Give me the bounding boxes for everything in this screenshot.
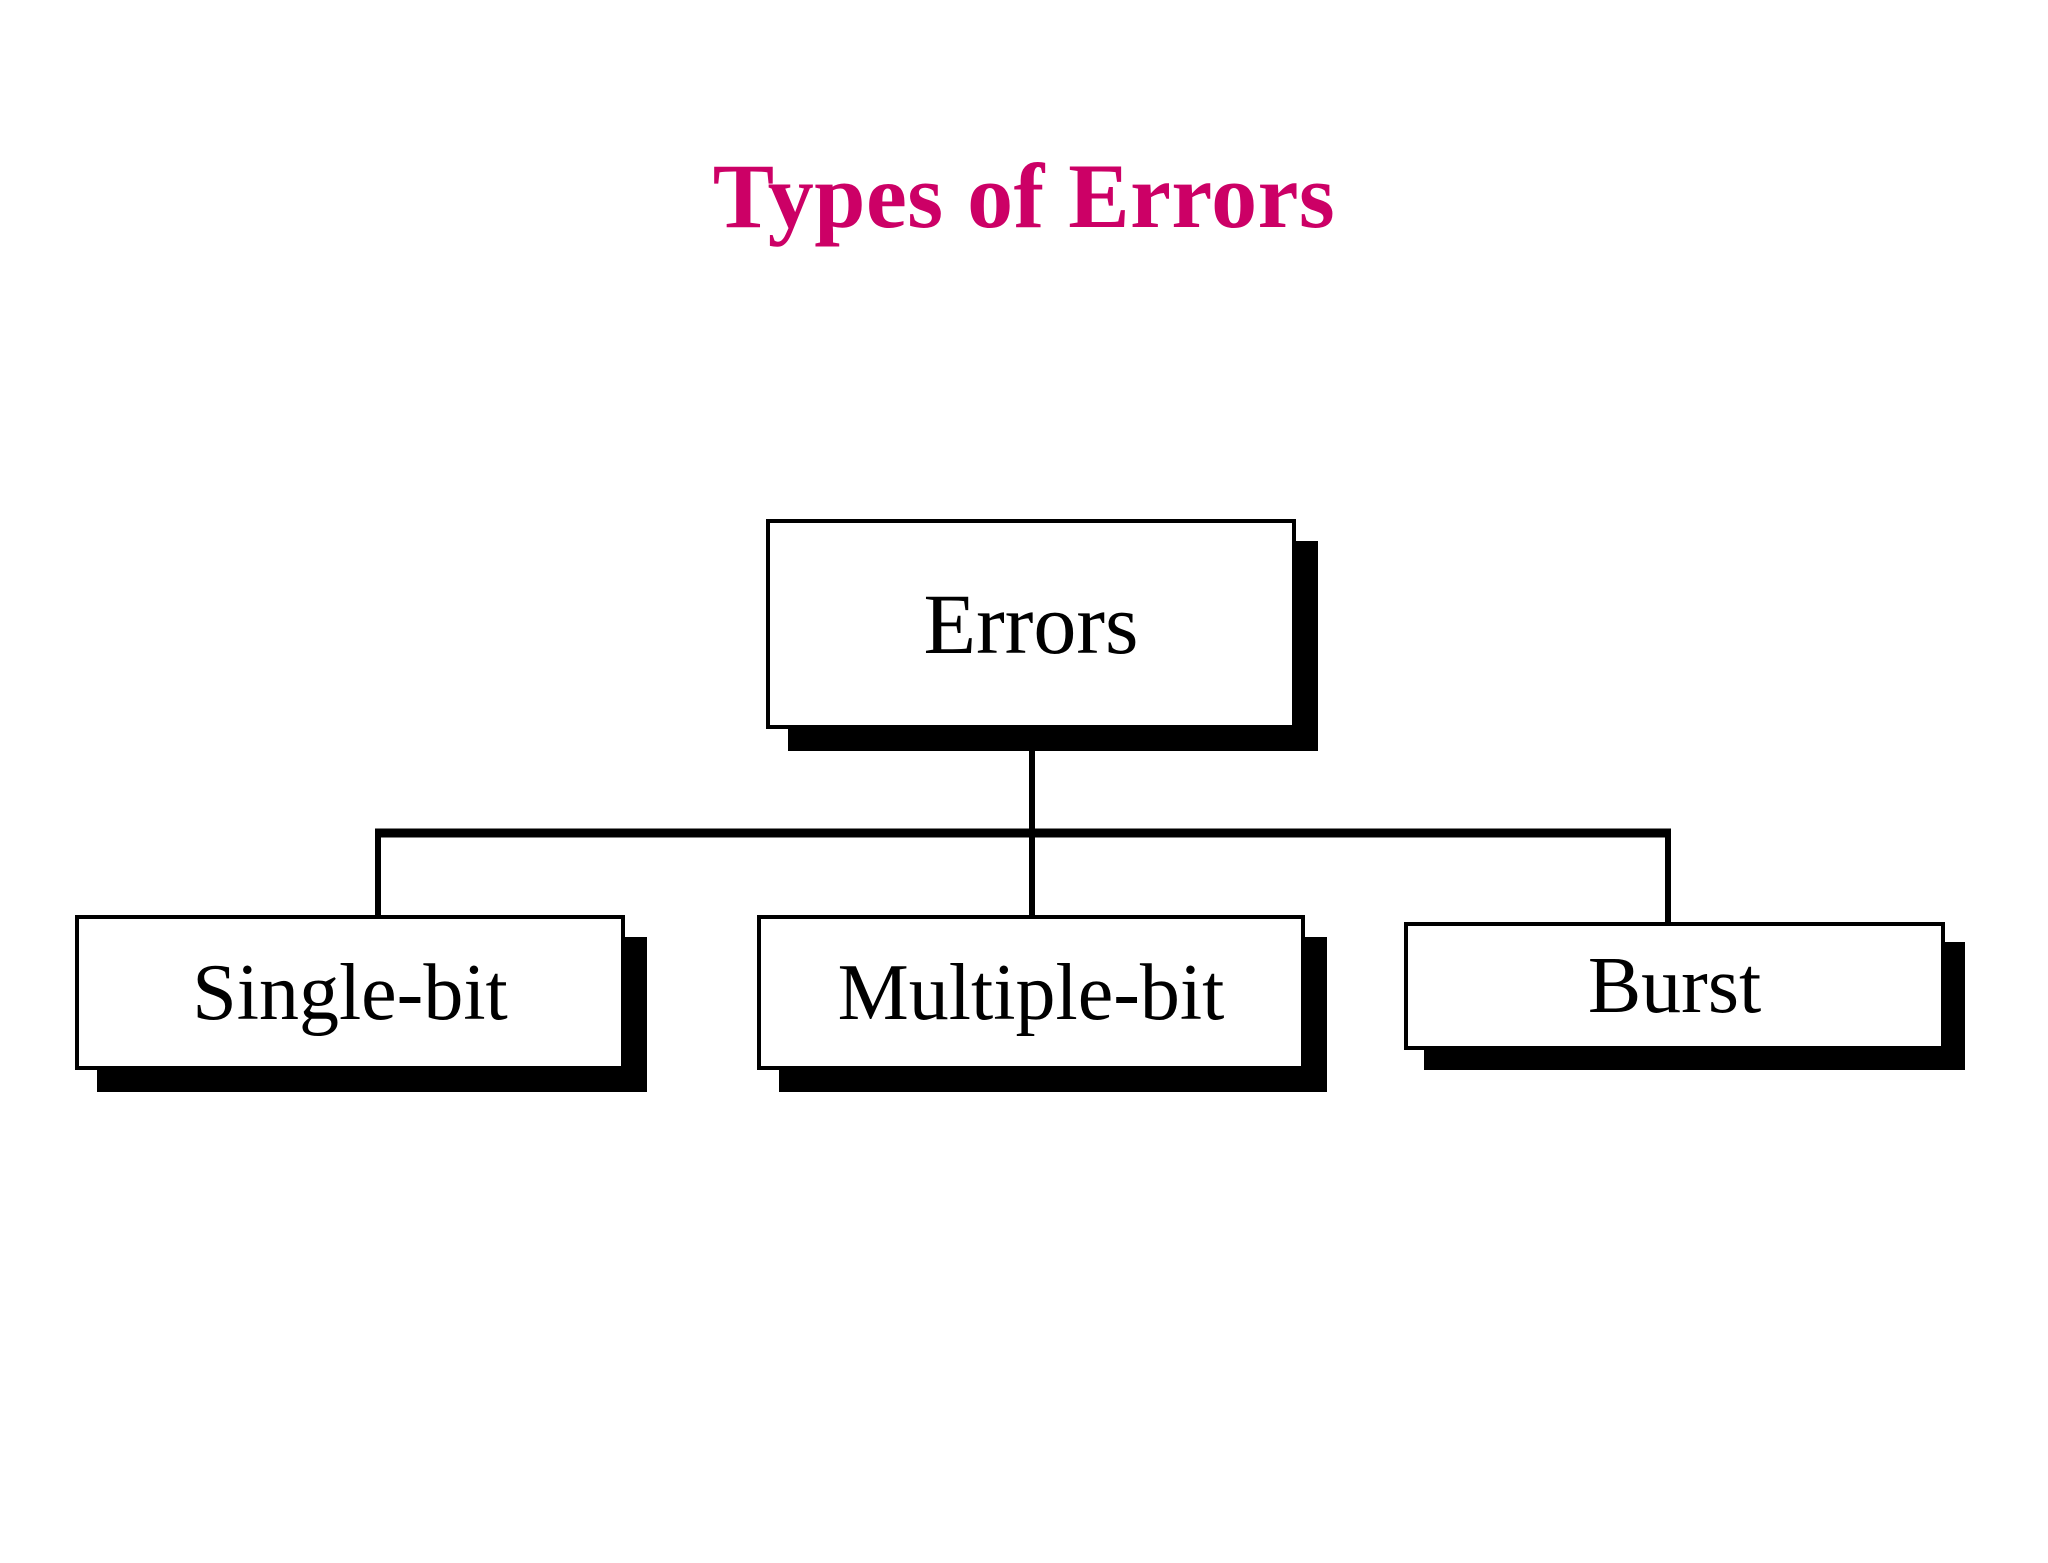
node-errors[interactable]: Errors <box>766 519 1296 729</box>
node-single-bit[interactable]: Single-bit <box>75 915 625 1070</box>
node-burst-label: Burst <box>1587 942 1762 1030</box>
node-single-bit-label: Single-bit <box>192 948 508 1037</box>
node-burst[interactable]: Burst <box>1404 922 1945 1050</box>
node-multiple-bit-label: Multiple-bit <box>837 948 1225 1037</box>
page-title: Types of Errors <box>712 145 1336 247</box>
node-multiple-bit[interactable]: Multiple-bit <box>757 915 1305 1070</box>
node-errors-label: Errors <box>923 576 1139 672</box>
